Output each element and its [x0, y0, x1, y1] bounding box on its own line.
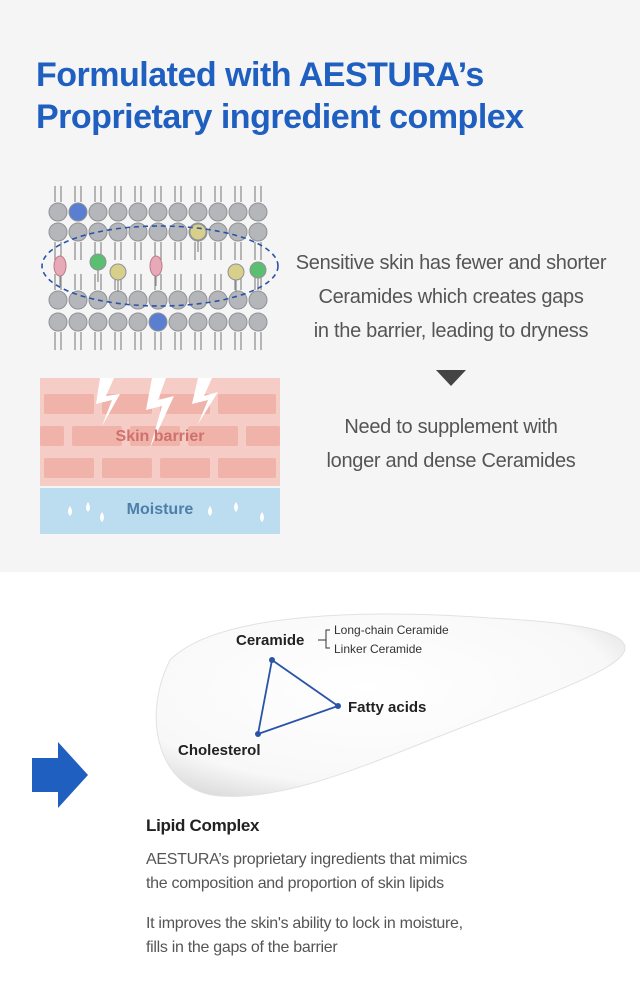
lipid-triangle-diagram [255, 629, 341, 737]
fatty-acids-label: Fatty acids [348, 699, 427, 716]
lipid-description-2-line-2: fills in the gaps of the barrier [146, 939, 338, 956]
page-title-line-2: Proprietary ingredient complex [36, 98, 524, 136]
ceramide-label: Ceramide [236, 632, 305, 649]
lipid-description-2-line-1: It improves the skin's ability to lock i… [146, 915, 463, 932]
solution-line-1: Need to supplement with [344, 416, 558, 438]
lipid-description-2: It improves the skin's ability to lock i… [146, 912, 616, 960]
arrow-right-icon [32, 742, 88, 808]
solution-text: Need to supplement with longer and dense… [286, 410, 616, 478]
problem-line-1: Sensitive skin has fewer and shorter [295, 252, 607, 274]
triangle-down-icon [436, 370, 466, 386]
lipid-description-1: AESTURA’s proprietary ingredients that m… [146, 848, 616, 896]
skin-barrier-illustration [40, 378, 280, 534]
cholesterol-label: Cholesterol [178, 742, 261, 759]
lipid-description-1-line-1: AESTURA’s proprietary ingredients that m… [146, 851, 468, 868]
moisture-label: Moisture [126, 501, 194, 518]
solution-line-2: longer and dense Ceramides [326, 450, 576, 472]
lipid-description-1-line-2: the composition and proportion of skin l… [146, 875, 444, 892]
page-title-line-1: Formulated with AESTURA’s [36, 56, 484, 94]
lipid-membrane-illustration [41, 186, 279, 350]
problem-line-2: Ceramides which creates gaps [318, 286, 584, 308]
long-chain-ceramide-label: Long-chain Ceramide [334, 623, 449, 637]
problem-text: Sensitive skin has fewer and shorter Cer… [286, 246, 616, 348]
problem-line-3: in the barrier, leading to dryness [313, 320, 589, 342]
page-title: Formulated with AESTURA’s Proprietary in… [36, 54, 626, 138]
lipid-complex-heading: Lipid Complex [146, 816, 260, 835]
skin-barrier-label: Skin barrier [115, 428, 205, 445]
linker-ceramide-label: Linker Ceramide [334, 642, 423, 656]
